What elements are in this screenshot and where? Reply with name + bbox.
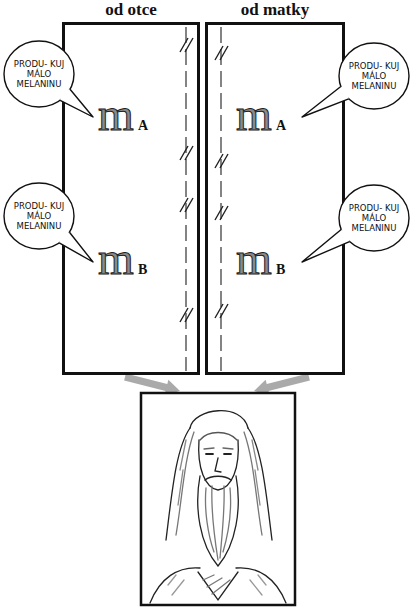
break-mark (180, 308, 193, 322)
arrow-shaft (264, 377, 309, 389)
beard (198, 476, 239, 566)
label-holder: A (138, 119, 148, 133)
bubble-tail (60, 89, 93, 117)
hair-shading (178, 440, 260, 505)
gene-letter: m (236, 92, 272, 138)
chromosome-heading: od matky (208, 1, 342, 20)
beard-shading (205, 486, 230, 560)
bubble-tail (59, 232, 93, 262)
hair-shading (176, 432, 262, 535)
bubble-text: PRODU- KUJ MÁLO MELANINU (348, 203, 400, 234)
gene-subscript: B (138, 263, 147, 277)
gene-letter: m (236, 236, 272, 282)
shoulder (236, 568, 286, 603)
speech-bubble: PRODU- KUJ MÁLO MELANINU (338, 184, 410, 252)
portrait-frame (141, 393, 295, 605)
scarf (198, 572, 238, 600)
label-holder: B (138, 263, 147, 277)
eyes (206, 453, 231, 455)
gene-letter: m (98, 236, 134, 282)
gene-subscript: A (138, 119, 148, 133)
nose (215, 458, 221, 472)
speech-bubble: PRODU- KUJ MÁLO MELANINU (3, 182, 75, 250)
forehead (200, 433, 237, 441)
arrow-shaft (125, 377, 170, 389)
label-holder: A (276, 119, 286, 133)
chromosome-box: od otce (62, 22, 200, 375)
break-mark (215, 154, 228, 168)
chromosome-strand (186, 27, 221, 371)
bubble-text-holder: PRODU- KUJ MÁLO MELANINU (3, 182, 75, 250)
bubble-text-holder: PRODU- KUJ MÁLO MELANINU (338, 184, 410, 252)
bubble-tail (302, 229, 349, 262)
bubble-tail-fill (60, 89, 93, 117)
break-mark (180, 198, 193, 212)
bubble-ellipse (339, 43, 409, 109)
coat-shading (168, 575, 266, 595)
break-mark (180, 146, 193, 160)
bubble-text-holder: PRODU- KUJ MÁLO MELANINU (338, 42, 410, 110)
gene-subscript: A (276, 119, 286, 133)
bubble-text-holder: PRODU- KUJ MÁLO MELANINU (3, 40, 75, 108)
speech-bubble: PRODU- KUJ MÁLO MELANINU (338, 42, 410, 110)
bubble-tail (302, 86, 349, 117)
dashed-strand (220, 27, 221, 371)
break-mark (215, 46, 228, 60)
face (199, 440, 239, 490)
chromosome-heading: od otce (65, 1, 197, 20)
gene-subscript: B (276, 263, 285, 277)
bubble-tail-fill (302, 229, 349, 262)
scarf-shading (203, 575, 230, 594)
chromosome-box: od matky (205, 22, 345, 375)
break-mark (215, 206, 228, 220)
label-holder: m (98, 236, 134, 282)
bubble-text: PRODU- KUJ MÁLO MELANINU (13, 59, 65, 90)
break-marks (180, 38, 228, 322)
moustache (205, 476, 231, 480)
bubble-ellipse (339, 185, 409, 251)
shoulder (150, 568, 200, 603)
brows (204, 448, 233, 449)
gene-letter: m (98, 92, 134, 138)
bubble-tail-fill (302, 86, 349, 117)
label-holder: m (236, 92, 272, 138)
bubble-tail-fill (59, 232, 93, 262)
label-holder: m (98, 92, 134, 138)
bubble-text: PRODU- KUJ MÁLO MELANINU (348, 61, 400, 92)
break-mark (215, 304, 228, 318)
label-holder: B (276, 263, 285, 277)
break-mark (180, 38, 193, 52)
bubble-text: PRODU- KUJ MÁLO MELANINU (13, 201, 65, 232)
portrait (150, 411, 286, 603)
speech-bubble: PRODU- KUJ MÁLO MELANINU (3, 40, 75, 108)
head-top (190, 411, 248, 428)
label-holder: m (236, 236, 272, 282)
